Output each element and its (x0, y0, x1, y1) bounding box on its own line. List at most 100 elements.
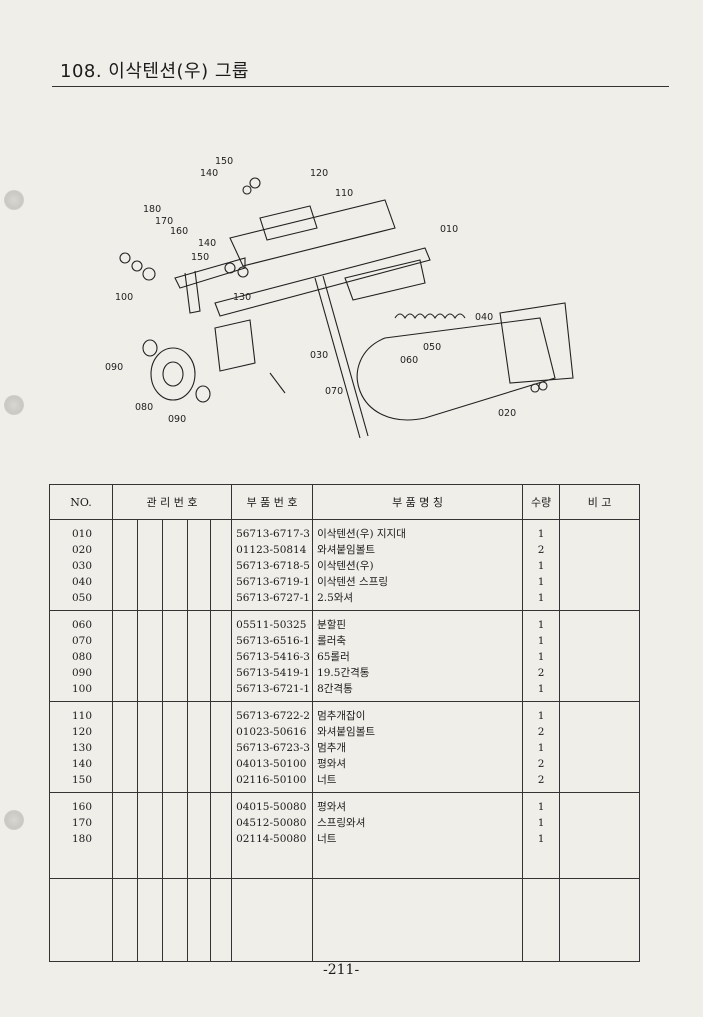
cell-no-value: 050 (72, 592, 93, 604)
header-part-name: 부 품 명 칭 (312, 484, 524, 520)
svg-text:050: 050 (423, 342, 441, 353)
cell-part-no-value: 56713-6721-1 (236, 683, 310, 695)
cell-mgmt (162, 701, 188, 793)
table-row-group (49, 878, 641, 962)
svg-text:110: 110 (335, 188, 353, 199)
cell-qty-value: 1 (537, 683, 545, 695)
cell-part-no-value: 56713-6723-3 (236, 742, 310, 754)
cell-part-no-value: 56713-5416-3 (236, 651, 310, 663)
cell-part-no-value: 05511-50325 (236, 619, 307, 631)
cell-part-name-value: 롤러축 (317, 635, 347, 647)
cell-no-value: 070 (72, 635, 93, 647)
cell-qty-value: 1 (537, 528, 545, 540)
svg-text:030: 030 (310, 350, 328, 361)
cell-part-no-value: 02116-50100 (236, 774, 307, 786)
cell-part-name-value: 65롤러 (317, 651, 350, 663)
cell-qty-value: 1 (537, 710, 545, 722)
cell-part-name-value: 와셔붙임볼트 (317, 726, 376, 738)
cell-part-name-value: 이삭텐션(우) (317, 560, 374, 572)
cell-no-value: 160 (72, 801, 93, 813)
cell-qty (522, 878, 561, 962)
cell-part-name-value: 너트 (317, 833, 337, 845)
cell-part-no-value: 56713-6722-2 (236, 710, 310, 722)
cell-mgmt (112, 792, 138, 879)
cell-part-name-value: 너트 (317, 774, 337, 786)
cell-qty-value: 2 (537, 758, 545, 770)
header-part-no: 부 품 번 호 (231, 484, 314, 520)
header-qty: 수량 (522, 484, 561, 520)
svg-text:100: 100 (115, 292, 133, 303)
cell-part-name-value: 이삭텐션(우) 지지대 (317, 528, 406, 540)
svg-text:060: 060 (400, 355, 418, 366)
svg-text:090: 090 (105, 362, 123, 373)
cell-mgmt (137, 701, 163, 793)
cell-part-no-value: 56713-6719-1 (236, 576, 310, 588)
cell-mgmt (137, 792, 163, 879)
cell-no-value: 180 (72, 833, 93, 845)
cell-part-no (231, 878, 314, 962)
cell-part-no-value: 04512-50080 (236, 817, 307, 829)
cell-part-no-value: 56713-6727-1 (236, 592, 310, 604)
cell-qty-value: 1 (537, 592, 545, 604)
cell-mgmt (187, 701, 211, 793)
cell-no-value: 110 (72, 710, 93, 722)
cell-no-value: 010 (72, 528, 93, 540)
cell-no-value: 130 (72, 742, 93, 754)
cell-part-no-value: 56713-6516-1 (236, 635, 310, 647)
cell-part-no: 56713-6722-2 01023-50616 56713-6723-3 04013… (231, 701, 314, 793)
cell-part-no-value: 01123-50814 (236, 544, 307, 556)
cell-remarks (559, 519, 641, 611)
cell-mgmt (162, 519, 188, 611)
header-no: NO. (49, 484, 113, 520)
cell-qty-value: 1 (537, 619, 545, 631)
cell-qty-value: 2 (537, 667, 545, 679)
cell-mgmt (162, 792, 188, 879)
cell-part-name-value: 이삭텐션 스프링 (317, 576, 389, 588)
cell-part-name-value: 분할핀 (317, 619, 347, 631)
binder-hole-icon (4, 395, 24, 415)
cell-part-name-value: 스프링와셔 (317, 817, 366, 829)
cell-mgmt (112, 701, 138, 793)
cell-part-no-value: 02114-50080 (236, 833, 307, 845)
cell-part-name-value: 와셔붙임볼트 (317, 544, 376, 556)
cell-qty-value: 1 (537, 651, 545, 663)
cell-part-no-value: 04013-50100 (236, 758, 307, 770)
svg-text:090: 090 (168, 414, 186, 425)
binder-hole-icon (4, 190, 24, 210)
svg-text:010: 010 (440, 224, 458, 235)
svg-text:140: 140 (198, 238, 216, 249)
cell-qty-value: 2 (537, 544, 545, 556)
cell-part-no-value: 56713-6717-3 (236, 528, 310, 540)
cell-mgmt (209, 701, 233, 793)
cell-part-name-value: 2.5와셔 (317, 592, 354, 604)
cell-qty-value: 2 (537, 726, 545, 738)
cell-part-name-value: 멈추개잡이 (317, 710, 366, 722)
cell-remarks (559, 610, 641, 702)
cell-part-no-value: 01023-50616 (236, 726, 307, 738)
cell-part-name-value: 19.5간격통 (317, 667, 370, 679)
cell-no-value: 030 (72, 560, 93, 572)
svg-text:170: 170 (155, 216, 173, 227)
cell-mgmt (112, 878, 138, 962)
cell-qty-value: 2 (537, 774, 545, 786)
page-title: 108. 이삭텐션(우) 그룹 (60, 61, 249, 82)
svg-text:140: 140 (200, 168, 218, 179)
cell-part-no: 05511-50325 56713-6516-1 56713-5416-3 56713… (231, 610, 314, 702)
cell-mgmt (187, 610, 211, 702)
svg-text:160: 160 (170, 226, 188, 237)
cell-qty-value: 1 (537, 560, 545, 572)
svg-text:020: 020 (498, 408, 516, 419)
cell-remarks (559, 701, 641, 793)
binder-hole-icon (4, 810, 24, 830)
cell-part-name-value: 8간격통 (317, 683, 353, 695)
